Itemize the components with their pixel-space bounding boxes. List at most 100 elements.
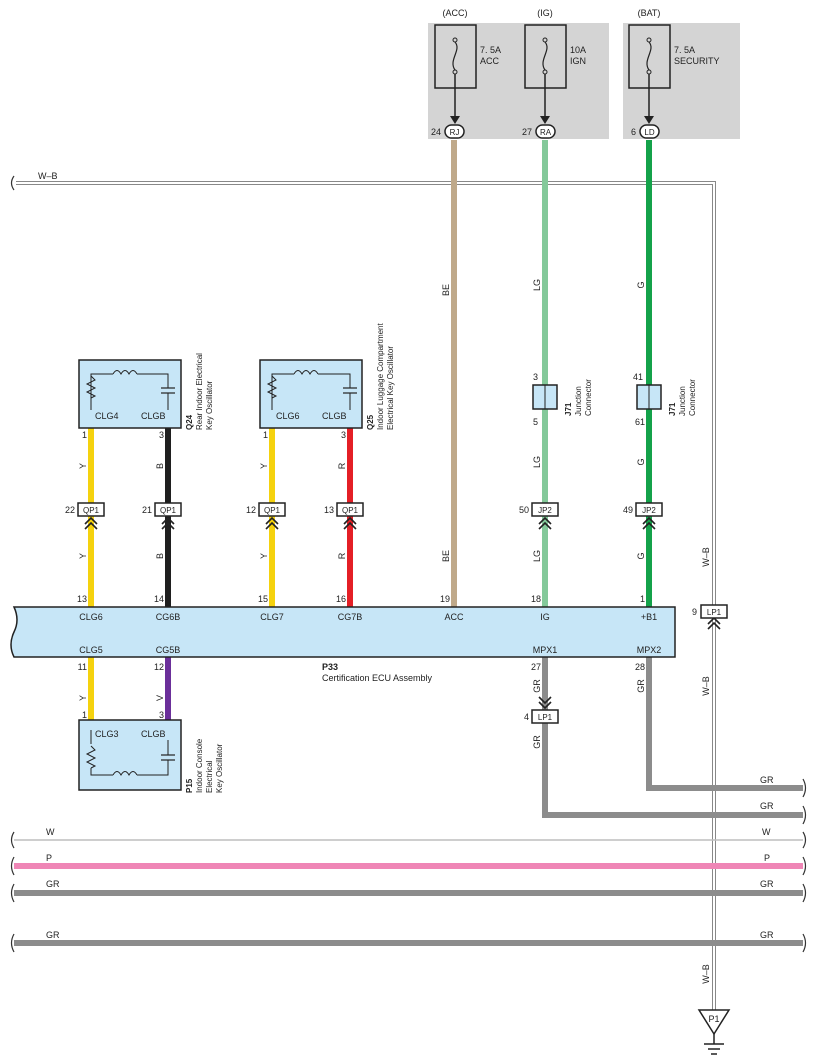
svg-text:LP1: LP1 [707, 608, 722, 617]
fuse-source-acc: (ACC) [443, 8, 468, 18]
junction-right-id: J71 [668, 402, 677, 416]
svg-text:QP1: QP1 [160, 506, 177, 515]
p15-line3: Key Oscillator [215, 743, 224, 793]
wire-label-b-2: B [155, 553, 165, 559]
ecu-pin-12: 12 [154, 662, 164, 672]
svg-text:JP2: JP2 [642, 506, 656, 515]
wire-label-gr-2: GR [532, 735, 542, 749]
oscillator-q24 [78, 359, 182, 429]
q25-id: Q25 [366, 414, 375, 430]
wire-label-gr-left-2: GR [46, 930, 60, 940]
ecu-terminal-clg7: CLG7 [260, 612, 284, 622]
junction-left-line2: Connector [584, 379, 593, 416]
ecu-p33 [10, 606, 676, 658]
svg-text:QP1: QP1 [83, 506, 100, 515]
junction-left-id: J71 [564, 402, 573, 416]
connector-jp2-50: JP2 [531, 502, 559, 517]
connector-lp1-4: LP1 [531, 709, 559, 724]
ecu-pin-11: 11 [78, 662, 87, 672]
q25-line2: Electrical Key Oscillator [386, 346, 395, 430]
ecu-terminal-ig: IG [540, 612, 550, 622]
ecu-terminal-cg6b: CG6B [156, 612, 181, 622]
p15-id: P15 [185, 778, 194, 793]
wire-label-w-left: W [46, 827, 55, 837]
p15-line2: Electrical [205, 760, 214, 793]
svg-text:RJ: RJ [450, 128, 460, 137]
junction-right-line1: Junction [678, 386, 687, 416]
junction-j71-left [532, 384, 558, 410]
fuse-name-ign: IGN [570, 56, 586, 66]
wire-label-y-1: Y [78, 463, 88, 469]
pin-24: 24 [431, 127, 441, 137]
q24-terminal-a: CLG4 [95, 411, 119, 421]
wire-label-g-3: G [636, 552, 646, 559]
pin-6: 6 [631, 127, 636, 137]
junction-right-pin-top: 41 [633, 372, 643, 382]
wire-label-gr-right-4: GR [760, 930, 774, 940]
ecu-terminal-clg6: CLG6 [79, 612, 103, 622]
ground-label: P1 [708, 1014, 719, 1024]
p15-line1: Indoor Console [195, 738, 204, 793]
fuse-rating-acc: 7. 5A [480, 45, 501, 55]
connector-qp1-13: QP1 [336, 502, 364, 517]
break-marks-left [10, 175, 15, 953]
wire-label-p-left: P [46, 853, 52, 863]
svg-text:RA: RA [540, 128, 552, 137]
ground-icon [697, 1009, 731, 1055]
fuse-name-security: SECURITY [674, 56, 720, 66]
connector-qp1-21: QP1 [154, 502, 182, 517]
oscillator-q25 [259, 359, 363, 429]
pin-50: 50 [519, 505, 529, 515]
q25-line1: Indoor Luggage Compartment [376, 322, 385, 430]
oscillator-p15 [78, 719, 182, 791]
wire-label-lg-1: LG [532, 279, 542, 291]
ecu-pin-18: 18 [531, 594, 541, 604]
ecu-pin-14: 14 [154, 594, 164, 604]
svg-text:QP1: QP1 [342, 506, 359, 515]
fuse-box-left [428, 23, 609, 139]
break-marks-right [802, 778, 807, 953]
wire-label-b-1: B [155, 463, 165, 469]
fuse-source-bat: (BAT) [638, 8, 661, 18]
pin-9: 9 [692, 607, 697, 617]
wire-label-wb-top: W–B [38, 171, 58, 181]
wire-label-gr-right-2: GR [760, 801, 774, 811]
fuse-rating-ign: 10A [570, 45, 586, 55]
chevrons [84, 516, 721, 710]
q24-id: Q24 [185, 414, 194, 430]
connector-qp1-12: QP1 [258, 502, 286, 517]
wire-label-y-5: Y [78, 695, 88, 701]
ecu-terminal-acc: ACC [444, 612, 464, 622]
ecu-pin-15: 15 [258, 594, 268, 604]
junction-left-pin-top: 3 [533, 372, 538, 382]
ecu-terminal-cg5b: CG5B [156, 645, 181, 655]
ecu-pin-19: 19 [440, 594, 450, 604]
connector-qp1-22: QP1 [77, 502, 105, 517]
fuse-rating-security: 7. 5A [674, 45, 695, 55]
ecu-pin-16: 16 [336, 594, 346, 604]
wire-label-gr-right-1: GR [760, 775, 774, 785]
fuse-ign [524, 24, 567, 124]
wire-label-gr-right-3: GR [760, 879, 774, 889]
wire-label-gr-3: GR [636, 679, 646, 693]
fuse-acc [434, 24, 477, 124]
wire-label-y-3: Y [78, 553, 88, 559]
p15-terminal-a: CLG3 [95, 729, 119, 739]
ecu-terminal-cg7b: CG7B [338, 612, 363, 622]
ecu-pin-28: 28 [635, 662, 645, 672]
p15-pin-a: 1 [82, 710, 87, 720]
wire-label-lg-3: LG [532, 550, 542, 562]
pin-12: 12 [246, 505, 256, 515]
q25-pin-a: 1 [263, 430, 268, 440]
connector-rj: RJ [444, 124, 465, 139]
fuse-box-right [623, 23, 740, 139]
wire-label-y-4: Y [259, 553, 269, 559]
wire-label-v: V [155, 695, 165, 701]
ecu-terminal-mpx2: MPX2 [637, 645, 662, 655]
q24-pin-a: 1 [82, 430, 87, 440]
ecu-id: P33 [322, 662, 338, 672]
wire-label-wb-2: W–B [701, 547, 711, 567]
ecu-terminal-b1: +B1 [641, 612, 657, 622]
svg-text:LD: LD [644, 128, 654, 137]
